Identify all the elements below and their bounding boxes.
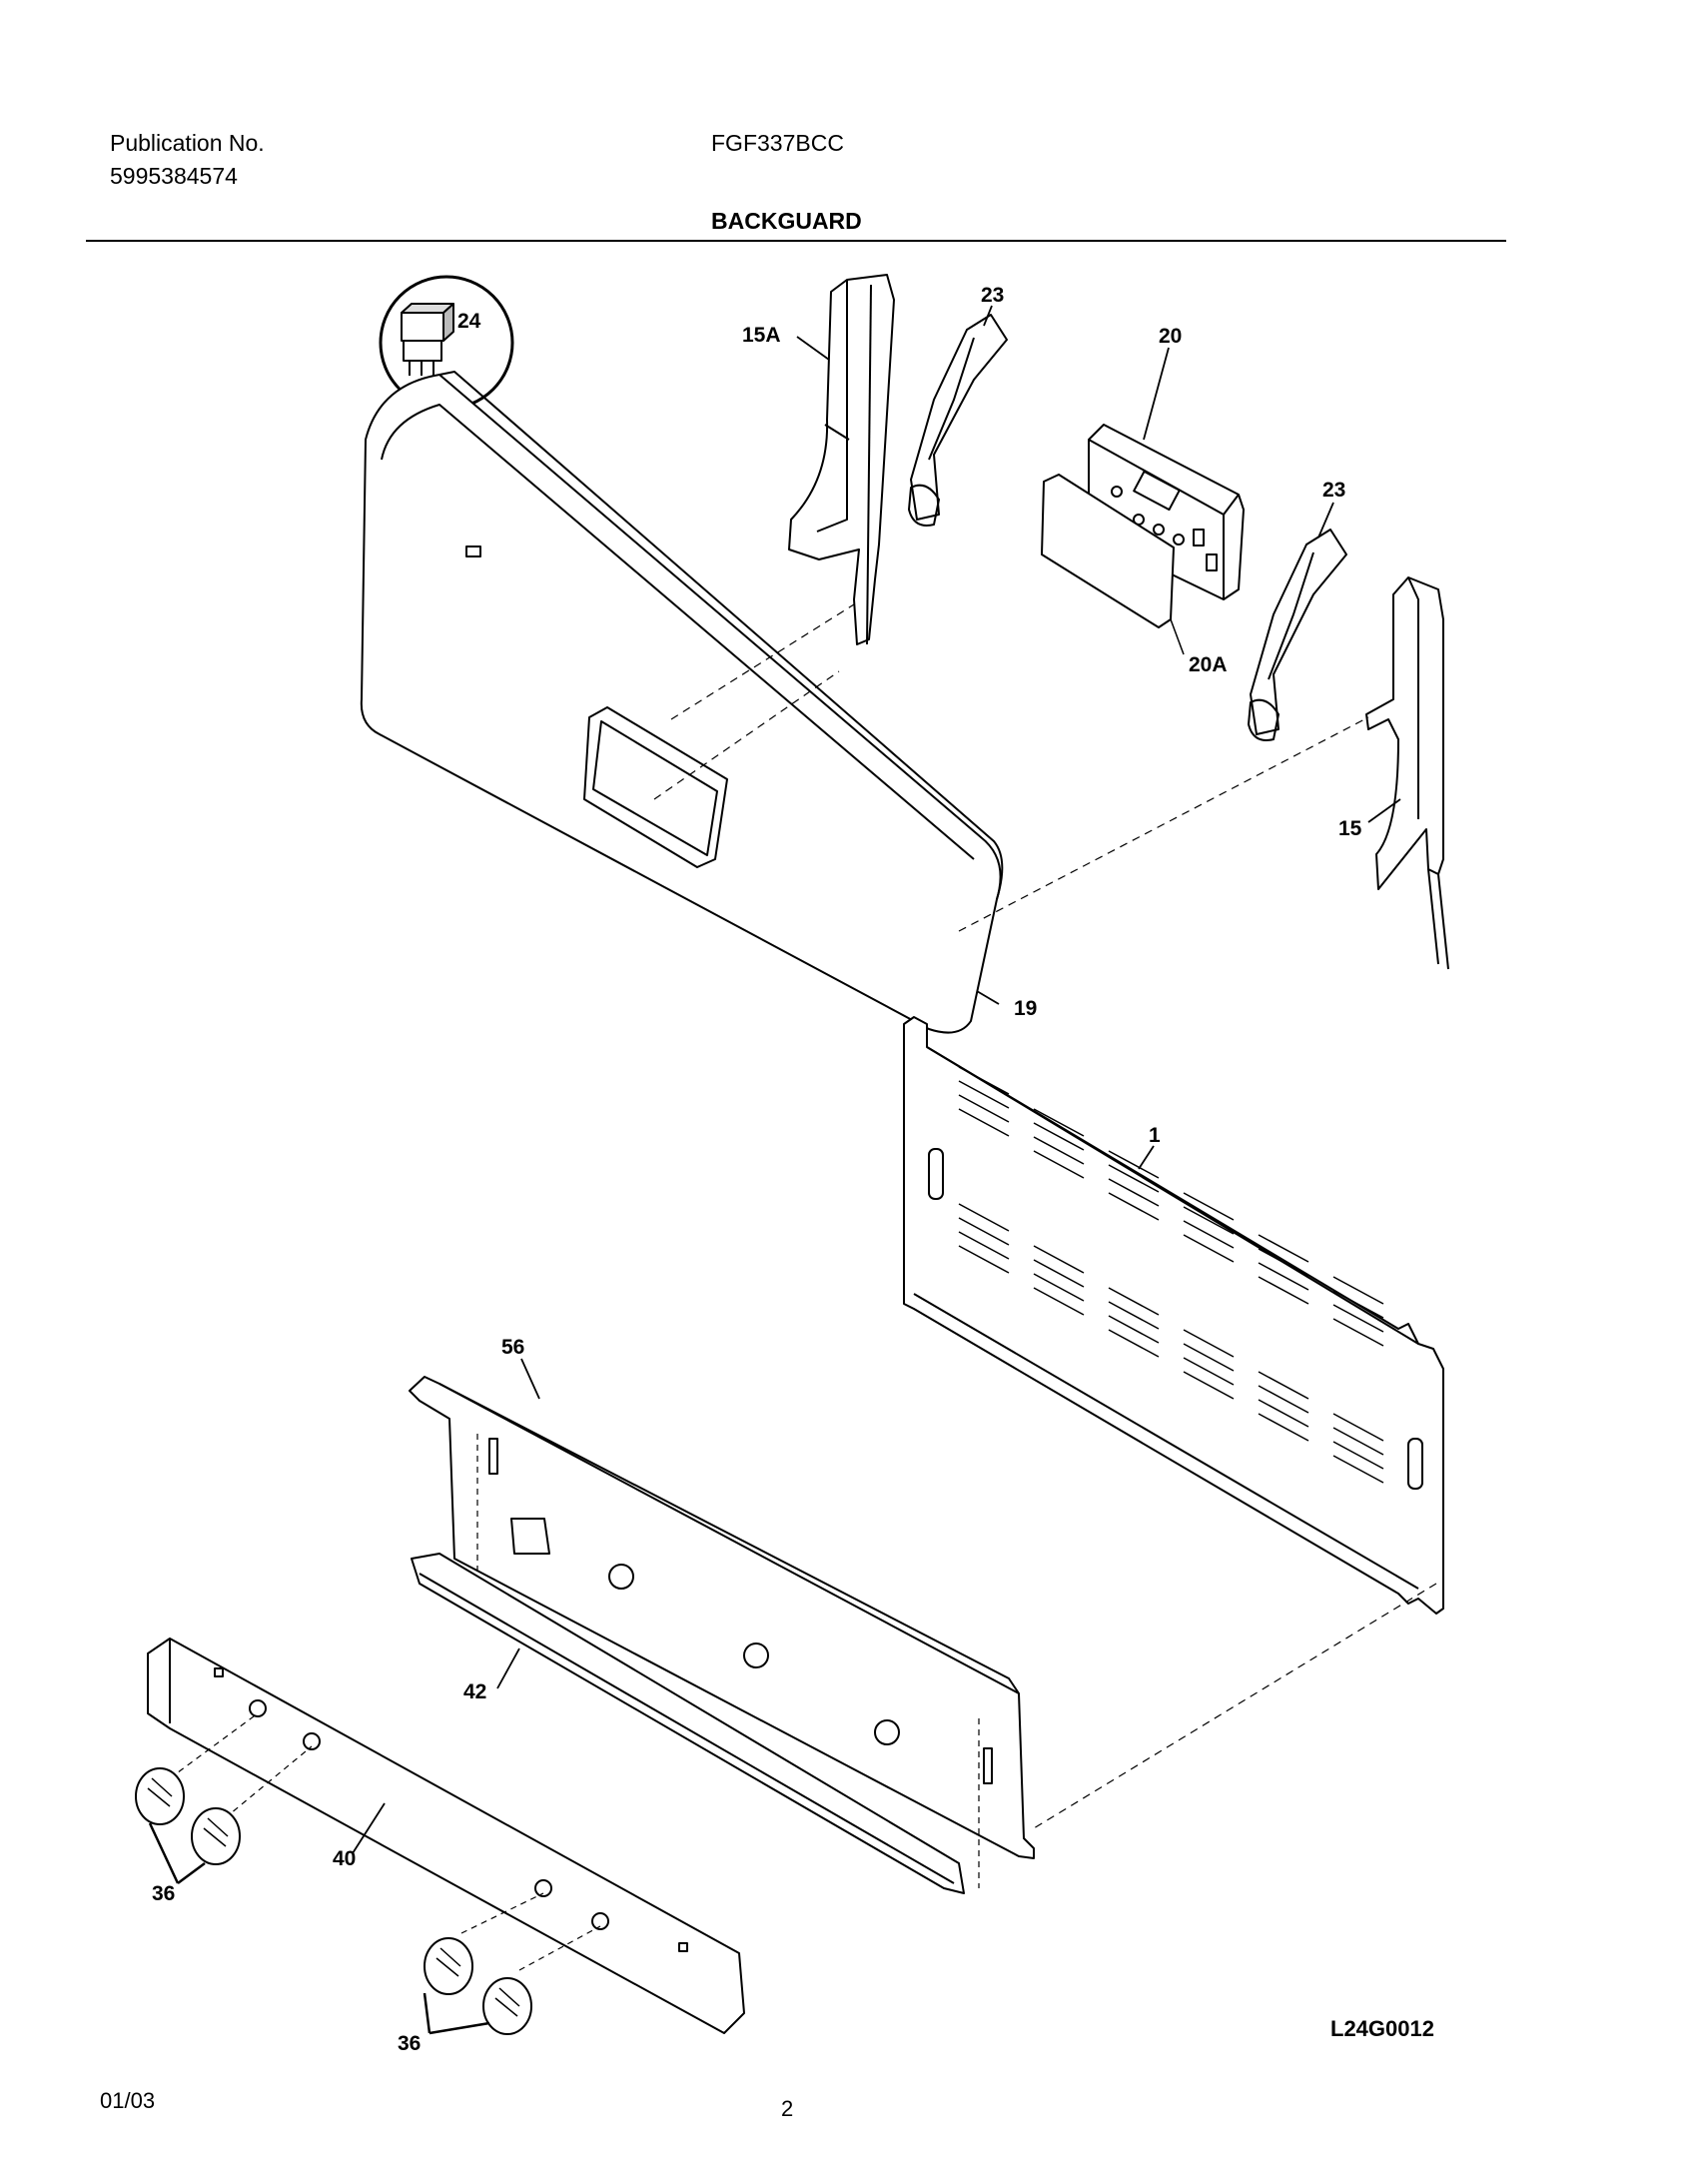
- callout-24: 24: [457, 310, 481, 333]
- part-56-control-panel-bracket: [409, 1376, 1035, 1888]
- publication-number: 5995384574: [110, 163, 238, 189]
- callout-42: 42: [463, 1680, 486, 1703]
- callout-19: 19: [1014, 997, 1037, 1020]
- callout-56: 56: [501, 1336, 524, 1359]
- publication-date: 01/03: [100, 2088, 156, 2113]
- part-19-backguard-panel: [360, 371, 1004, 1034]
- part-23-lower-clip: [1248, 529, 1347, 741]
- callout-40: 40: [333, 1847, 356, 1870]
- publication-label: Publication No.: [110, 130, 265, 156]
- callout-20: 20: [1159, 325, 1182, 348]
- callout-1: 1: [1149, 1124, 1161, 1147]
- callout-36-right: 36: [398, 2032, 421, 2055]
- callout-23-upper: 23: [981, 284, 1004, 307]
- callout-20A: 20A: [1189, 653, 1228, 676]
- page-number: 2: [781, 2096, 794, 2121]
- part-20A-control-overlay: [1041, 474, 1185, 655]
- callout-15A: 15A: [742, 324, 781, 347]
- header-divider: [86, 240, 1506, 242]
- part-40-manifold-panel: [147, 1638, 745, 2034]
- leader-lines: [352, 305, 1401, 1854]
- callout-36-left: 36: [152, 1882, 175, 1905]
- drawing-code: L24G0012: [1330, 2016, 1434, 2041]
- part-23-upper-clip: [908, 314, 1008, 527]
- callout-15: 15: [1338, 817, 1362, 840]
- part-42-trim-strip: [411, 1553, 965, 1894]
- callout-23-lower: 23: [1322, 479, 1345, 502]
- section-title: BACKGUARD: [711, 208, 862, 234]
- part-1-vented-back-panel: [903, 1016, 1444, 1829]
- part-36-control-knobs: [135, 1767, 532, 2035]
- model-number: FGF337BCC: [711, 130, 844, 156]
- part-15A-left-end-bracket: [670, 274, 895, 720]
- part-15-right-end-bracket: [958, 576, 1449, 970]
